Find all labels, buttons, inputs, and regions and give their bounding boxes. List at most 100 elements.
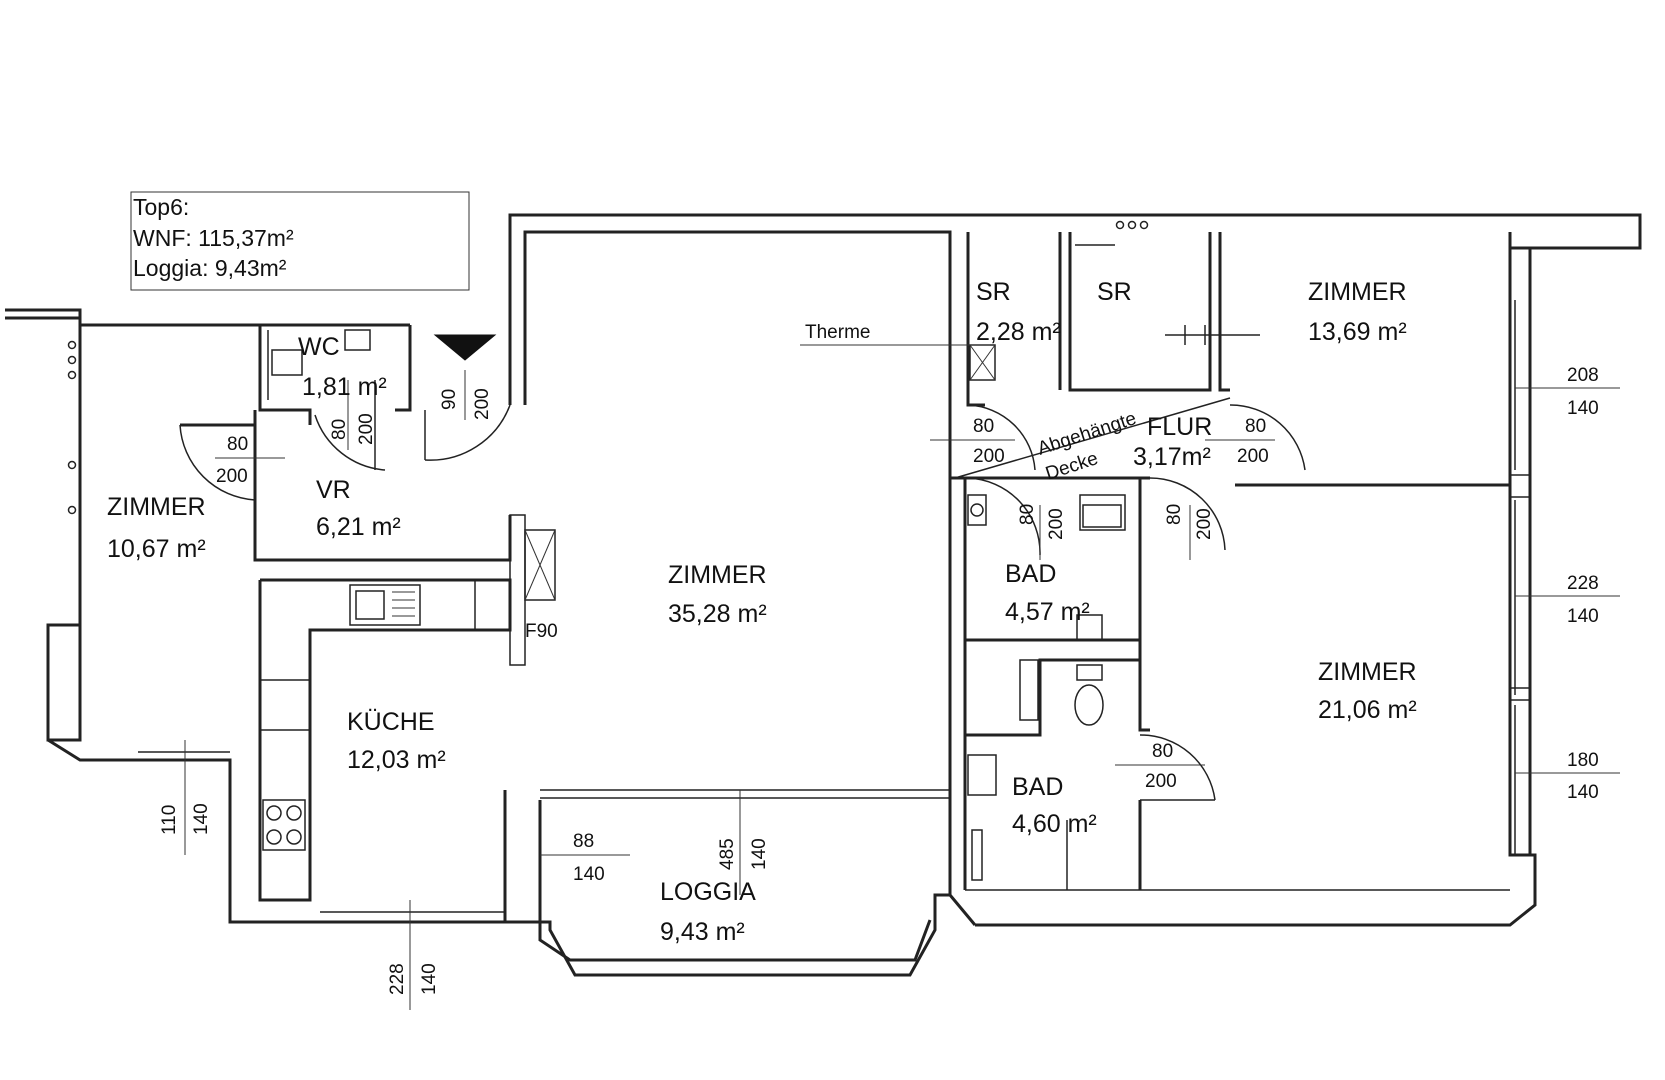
room-name-bad2: BAD: [1012, 773, 1063, 801]
pillar: [1509, 474, 1531, 498]
room-name-loggia: LOGGIA: [660, 878, 756, 906]
dim-bad1-door-h: 200: [1046, 508, 1067, 540]
dim-entrance-w: 90: [439, 389, 460, 410]
interior-walls: [180, 220, 1510, 902]
wall-loggia: [503, 790, 952, 977]
wc-door-swing: [314, 414, 386, 471]
room-labels: WC 1,81 m² SR 2,28 m² SR ZIMMER 13,69 m²…: [107, 278, 1417, 946]
f90-label: F90: [525, 621, 558, 642]
dim-vr-door-w: 80: [227, 434, 248, 455]
room-area-zimmer-se: 21,06 m²: [1318, 696, 1417, 724]
pipe-dot: [1139, 220, 1149, 230]
dim-bad2-door-w: 80: [1152, 741, 1173, 762]
stove: [262, 799, 306, 851]
dim-wc-door-w: 80: [329, 419, 350, 440]
bath-wall-east: [1138, 480, 1150, 732]
vr-door-swing: [179, 424, 256, 501]
dim-win-w-h: 140: [191, 803, 212, 835]
washbasin: [1079, 494, 1126, 531]
room-name-flur: FLUR: [1147, 413, 1212, 441]
wall-west-bottom: [47, 738, 505, 924]
dim-loggia-door-w: 485: [717, 838, 738, 870]
dim-win-e1-h: 140: [1567, 606, 1599, 627]
dim-zimmer-se-door-w: 80: [1164, 504, 1185, 525]
pillar: [1509, 687, 1531, 701]
zimmer-ne-wall: [1218, 232, 1230, 392]
room-name-vr: VR: [316, 476, 351, 504]
room-area-kueche: 12,03 m²: [347, 746, 446, 774]
info-box: Top6: WNF: 115,37m² Loggia: 9,43m²: [130, 191, 470, 291]
info-wnf: WNF: 115,37m²: [133, 225, 294, 251]
room-name-wc: WC: [298, 333, 340, 361]
dim-bad1-door-w: 80: [1017, 504, 1038, 525]
sr-door-swing: [967, 404, 1036, 471]
room-name-sr1: SR: [976, 278, 1011, 306]
bad1-door-swing: [967, 477, 1041, 556]
washbasin-2: [967, 754, 997, 796]
burner: [266, 829, 282, 845]
toilet-tank: [1076, 614, 1103, 641]
dim-vr-door-h: 200: [216, 466, 248, 487]
ceiling-line: [954, 397, 1231, 479]
room-area-bad2: 4,60 m²: [1012, 810, 1097, 838]
vent-dot: [67, 355, 77, 365]
toilet-tank: [1076, 664, 1103, 681]
vent-dot: [67, 505, 77, 515]
wall-bath-divider: [963, 640, 1140, 737]
room-area-zimmer-ne: 13,69 m²: [1308, 318, 1407, 346]
kitchen-counter: [258, 578, 512, 902]
dim-zimmer-se-door-h: 200: [1194, 508, 1215, 540]
washing-drum: [970, 503, 984, 517]
dim-wc-door-h: 200: [356, 413, 377, 445]
room-area-sr1: 2,28 m²: [976, 318, 1061, 346]
toilet-bowl: [1074, 684, 1104, 726]
dim-flur-door-h: 200: [1237, 446, 1269, 467]
shower-shelf: [1019, 659, 1039, 721]
wall-top-inner: [523, 230, 952, 790]
room-name-zimmer-se: ZIMMER: [1318, 658, 1417, 686]
therme-cross: [969, 344, 996, 381]
room-area-vr: 6,21 m²: [316, 513, 401, 541]
chimney-flue: [524, 529, 556, 601]
room-name-sr2: SR: [1097, 278, 1132, 306]
doors: [179, 325, 1306, 801]
wall-loggia-inner: [538, 800, 932, 962]
chimney: [509, 514, 526, 666]
vent-dot: [67, 460, 77, 470]
dim-win-k-h: 140: [419, 963, 440, 995]
dim-entrance-h: 200: [472, 388, 493, 420]
pipe-dot: [1115, 220, 1125, 230]
wc-toilet: [271, 349, 303, 376]
exterior-walls: [5, 213, 1642, 977]
sink: [349, 584, 421, 626]
room-name-kueche: KÜCHE: [347, 708, 435, 736]
washbasin-bowl: [1082, 504, 1122, 528]
dim-win-e2-h: 140: [1567, 782, 1599, 803]
pipe-dot: [1127, 220, 1137, 230]
info-title: Top6:: [133, 194, 189, 220]
sink-basin: [355, 590, 385, 620]
vent-dot: [67, 370, 77, 380]
therme-label: Therme: [805, 322, 870, 343]
dim-loggia-door-h: 140: [749, 838, 770, 870]
zimmer-se-door-swing: [1149, 477, 1226, 551]
burner: [286, 805, 302, 821]
room-area-zimmer-w: 10,67 m²: [107, 535, 206, 563]
sr2-wall: [1068, 232, 1212, 392]
entrance-door-swing: [424, 404, 511, 461]
dim-loggia-win-w: 88: [573, 831, 594, 852]
room-area-loggia: 9,43 m²: [660, 918, 745, 946]
chimney-hatch: [524, 529, 556, 601]
room-name-zimmer-ne: ZIMMER: [1308, 278, 1407, 306]
room-area-zimmer-main: 35,28 m²: [668, 600, 767, 628]
room-name-zimmer-main: ZIMMER: [668, 561, 767, 589]
windows: [67, 300, 1531, 913]
dimension-texts: 90 200 80 200 80 200 80 200 80 200 80 20…: [159, 365, 1599, 995]
dim-win-e2-w: 180: [1567, 750, 1599, 771]
wc-wall-east: [395, 325, 412, 412]
burner: [266, 805, 282, 821]
dimension-lines: [184, 344, 1620, 1010]
wall-top: [508, 213, 1642, 405]
radiator: [971, 829, 983, 881]
dim-bad2-door-h: 200: [1145, 771, 1177, 792]
